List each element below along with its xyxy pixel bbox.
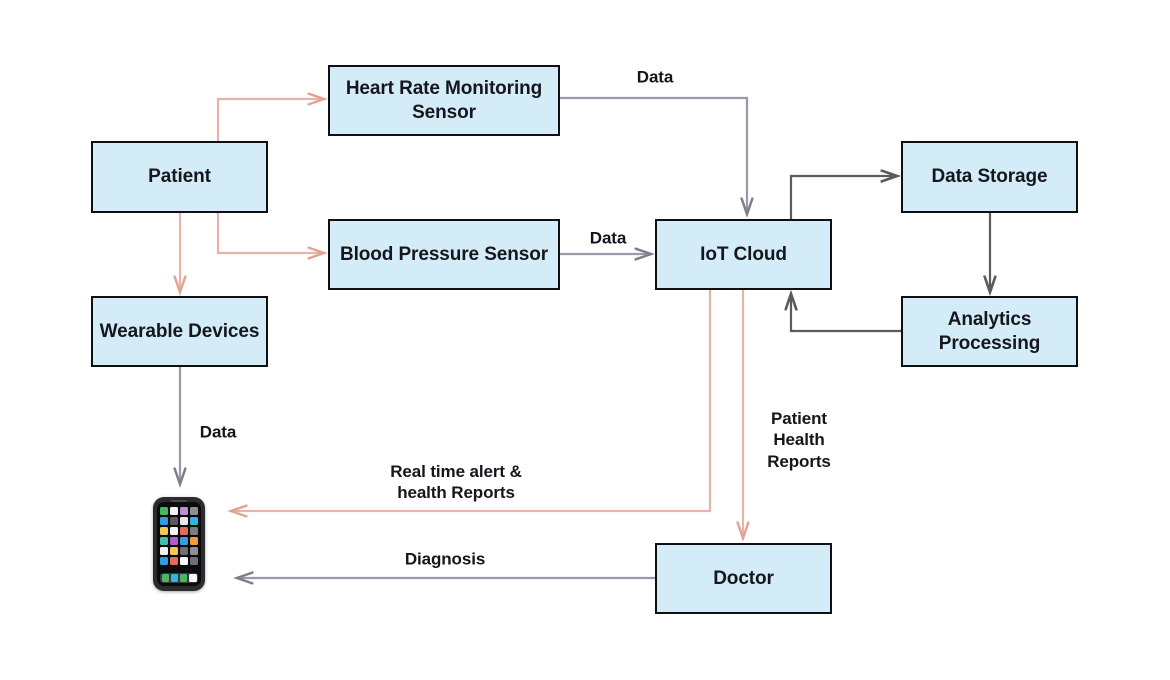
node-wearable-label: Wearable Devices xyxy=(99,320,260,342)
edge-heart-rate-to-iot-cloud xyxy=(560,96,747,214)
phone-app-tile xyxy=(170,527,178,535)
phone-app-tile xyxy=(190,517,198,525)
edge-label-data-blood-pressure: Data xyxy=(589,228,627,248)
node-data-storage[interactable]: Data Storage xyxy=(901,141,1078,213)
phone-app-tile xyxy=(170,547,178,555)
phone-app-tile xyxy=(190,507,198,515)
phone-app-tile xyxy=(190,537,198,545)
phone-app-tile xyxy=(160,517,168,525)
smartphone-icon xyxy=(153,497,205,591)
phone-app-tile xyxy=(160,547,168,555)
phone-app-tile xyxy=(180,527,188,535)
node-analytics-processing[interactable]: Analytics Processing xyxy=(901,296,1078,367)
phone-app-tile xyxy=(190,547,198,555)
node-blood-pressure-sensor[interactable]: Blood Pressure Sensor xyxy=(328,219,560,290)
edge-label-data-heart-rate: Data xyxy=(636,67,674,87)
node-data-storage-label: Data Storage xyxy=(931,166,1048,188)
phone-dock-tile xyxy=(180,574,188,582)
edge-patient-to-heart-rate xyxy=(216,99,324,141)
phone-app-tile xyxy=(160,557,168,565)
edge-iot-cloud-to-smartphone-alert xyxy=(231,290,712,511)
phone-app-tile xyxy=(180,507,188,515)
phone-app-tile xyxy=(180,547,188,555)
phone-app-tile xyxy=(180,517,188,525)
edge-analytics-to-iot-cloud xyxy=(791,294,901,333)
phone-app-tile xyxy=(180,557,188,565)
phone-app-tile xyxy=(190,527,198,535)
phone-app-tile xyxy=(170,557,178,565)
phone-app-tile xyxy=(160,537,168,545)
node-iot-cloud-label: IoT Cloud xyxy=(700,243,787,265)
phone-dock xyxy=(160,572,198,583)
node-doctor-label: Doctor xyxy=(713,567,774,589)
node-heart-rate-monitoring-sensor[interactable]: Heart Rate Monitoring Sensor xyxy=(328,65,560,136)
phone-app-tile xyxy=(160,527,168,535)
phone-app-tile xyxy=(190,557,198,565)
phone-app-grid xyxy=(160,507,198,565)
node-patient[interactable]: Patient xyxy=(91,141,268,213)
phone-dock-tile xyxy=(170,574,178,582)
phone-notch xyxy=(171,500,187,502)
node-wearable-devices[interactable]: Wearable Devices xyxy=(91,296,268,367)
phone-app-tile xyxy=(180,537,188,545)
phone-app-tile xyxy=(160,507,168,515)
phone-app-tile xyxy=(170,507,178,515)
edge-label-patient-health-reports: Patient Health Reports xyxy=(767,409,831,471)
phone-app-tile xyxy=(170,537,178,545)
node-doctor[interactable]: Doctor xyxy=(655,543,832,614)
phone-screen xyxy=(157,502,201,586)
phone-dock-tile xyxy=(189,574,197,582)
edge-label-data-wearable: Data xyxy=(199,422,237,442)
phone-dock-tile xyxy=(161,574,169,582)
edge-iot-cloud-to-data-storage xyxy=(789,176,897,219)
edge-patient-to-blood-pressure xyxy=(216,213,324,253)
node-heart-rate-label: Heart Rate Monitoring Sensor xyxy=(345,77,543,123)
node-blood-pressure-label: Blood Pressure Sensor xyxy=(339,243,549,265)
node-iot-cloud[interactable]: IoT Cloud xyxy=(655,219,832,290)
node-analytics-label: Analytics Processing xyxy=(938,308,1041,354)
edge-label-realtime-alert: Real time alert & health Reports xyxy=(390,461,522,502)
node-patient-label: Patient xyxy=(148,166,211,188)
phone-app-tile xyxy=(170,517,178,525)
edge-label-diagnosis: Diagnosis xyxy=(404,549,486,569)
